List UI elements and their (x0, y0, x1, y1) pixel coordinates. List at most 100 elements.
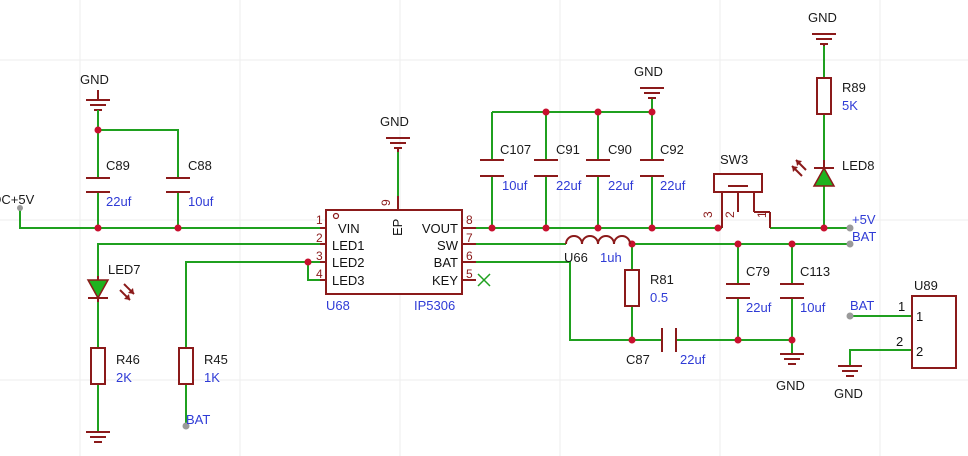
led8-ref: LED8 (842, 158, 875, 173)
c91-value: 22uf (556, 178, 582, 193)
net-label-bat-u89: BAT (850, 298, 874, 313)
capacitor-c92[interactable] (640, 159, 664, 177)
capacitor-c91[interactable] (534, 159, 558, 177)
capacitor-c87[interactable] (661, 328, 677, 352)
u68-pin-led1: LED1 (332, 238, 365, 253)
u68-value: IP5306 (414, 298, 455, 313)
u89-ref: U89 (914, 278, 938, 293)
c92-ref: C92 (660, 142, 684, 157)
inductor-u66[interactable] (565, 235, 631, 245)
led8-diode[interactable] (812, 160, 836, 187)
c113-ref: C113 (800, 264, 830, 279)
resistor-r81[interactable] (624, 269, 640, 307)
u68-pin-vout: VOUT (422, 221, 458, 236)
sw3-pin-2: 2 (723, 211, 737, 218)
u68-pin4-num: 4 (316, 267, 323, 281)
ground-symbol-gnd4 (812, 33, 836, 46)
c79-value: 22uf (746, 300, 772, 315)
junction-dots (17, 108, 854, 430)
ic-u68[interactable] (320, 196, 476, 295)
sw3-pin-3: 3 (701, 211, 715, 218)
r46-ref: R46 (116, 352, 140, 367)
ground-symbol-gnd3 (640, 87, 664, 99)
gnd-label-c89: GND (80, 72, 109, 87)
u89-pin2-outer: 2 (896, 334, 903, 349)
c87-value: 22uf (680, 352, 706, 367)
u68-pin5-num: 5 (466, 267, 473, 281)
net-label-bat-r45: BAT (186, 412, 210, 427)
u68-pin-ep: EP (390, 219, 405, 236)
c107-value: 10uf (502, 178, 528, 193)
gnd-label-u89: GND (834, 386, 863, 401)
u68-pin1-num: 1 (316, 213, 323, 227)
ground-symbol-gnd5 (780, 353, 804, 365)
u68-pin3-num: 3 (316, 249, 323, 263)
gnd-label-ep: GND (380, 114, 409, 129)
sw3-pin-1: 1 (755, 211, 769, 218)
u68-ref: U68 (326, 298, 350, 313)
c79-ref: C79 (746, 264, 770, 279)
capacitor-c88[interactable] (166, 177, 190, 193)
r45-value: 1K (204, 370, 220, 385)
u68-pin8-num: 8 (466, 213, 473, 227)
c107-ref: C107 (500, 142, 531, 157)
net-label-5v: +5V (852, 212, 876, 227)
r81-ref: R81 (650, 272, 674, 287)
gnd-label-caps: GND (634, 64, 663, 79)
u68-pin-led2: LED2 (332, 255, 365, 270)
u68-pin2-num: 2 (316, 231, 323, 245)
c91-ref: C91 (556, 142, 580, 157)
led8-emission-arrows-icon (791, 159, 807, 177)
wires (19, 46, 912, 432)
u89-pin1-outer: 1 (898, 299, 905, 314)
c90-value: 22uf (608, 178, 634, 193)
ground-symbol-gnd6 (838, 365, 862, 377)
capacitor-c79[interactable] (726, 283, 750, 299)
r46-value: 2K (116, 370, 132, 385)
switch-sw3[interactable] (713, 173, 771, 228)
c113-value: 10uf (800, 300, 826, 315)
resistor-r45[interactable] (178, 347, 194, 385)
resistor-r46[interactable] (90, 347, 106, 385)
u89-pin1-inner: 1 (916, 309, 923, 324)
r89-ref: R89 (842, 80, 866, 95)
connector-u89[interactable] (911, 295, 957, 369)
ground-symbols (86, 33, 862, 443)
capacitor-c107[interactable] (480, 159, 504, 177)
u68-pin-key: KEY (432, 273, 458, 288)
c87-ref: C87 (626, 352, 650, 367)
capacitor-c90[interactable] (586, 159, 610, 177)
u68-pin-sw: SW (437, 238, 459, 253)
u66-ref: U66 (564, 250, 588, 265)
ground-symbol-gnd2 (386, 137, 410, 152)
r45-ref: R45 (204, 352, 228, 367)
r81-value: 0.5 (650, 290, 668, 305)
c89-ref: C89 (106, 158, 130, 173)
resistor-r89[interactable] (816, 77, 832, 115)
u68-pin-bat: BAT (434, 255, 458, 270)
gnd-label-c113: GND (776, 378, 805, 393)
u68-pin7-num: 7 (466, 231, 473, 245)
ground-symbol-led7 (86, 431, 110, 443)
r89-value: 5K (842, 98, 858, 113)
led7-emission-arrows-icon (119, 283, 135, 301)
led7-diode[interactable] (86, 276, 110, 302)
gnd-label-r89: GND (808, 10, 837, 25)
net-label-bat-main: BAT (852, 229, 876, 244)
net-label-dc5v: DC+5V (0, 192, 35, 207)
u68-pin-led3: LED3 (332, 273, 365, 288)
c88-value: 10uf (188, 194, 214, 209)
u68-pin9-num: 9 (379, 199, 393, 206)
c92-value: 22uf (660, 178, 686, 193)
no-connect-icon (477, 273, 491, 287)
u66-value: 1uh (600, 250, 622, 265)
c88-ref: C88 (188, 158, 212, 173)
c89-value: 22uf (106, 194, 132, 209)
led7-ref: LED7 (108, 262, 141, 277)
c90-ref: C90 (608, 142, 632, 157)
u68-pin6-num: 6 (466, 249, 473, 263)
capacitor-c113[interactable] (780, 283, 804, 299)
sw3-ref: SW3 (720, 152, 748, 167)
capacitor-c89[interactable] (86, 177, 110, 193)
